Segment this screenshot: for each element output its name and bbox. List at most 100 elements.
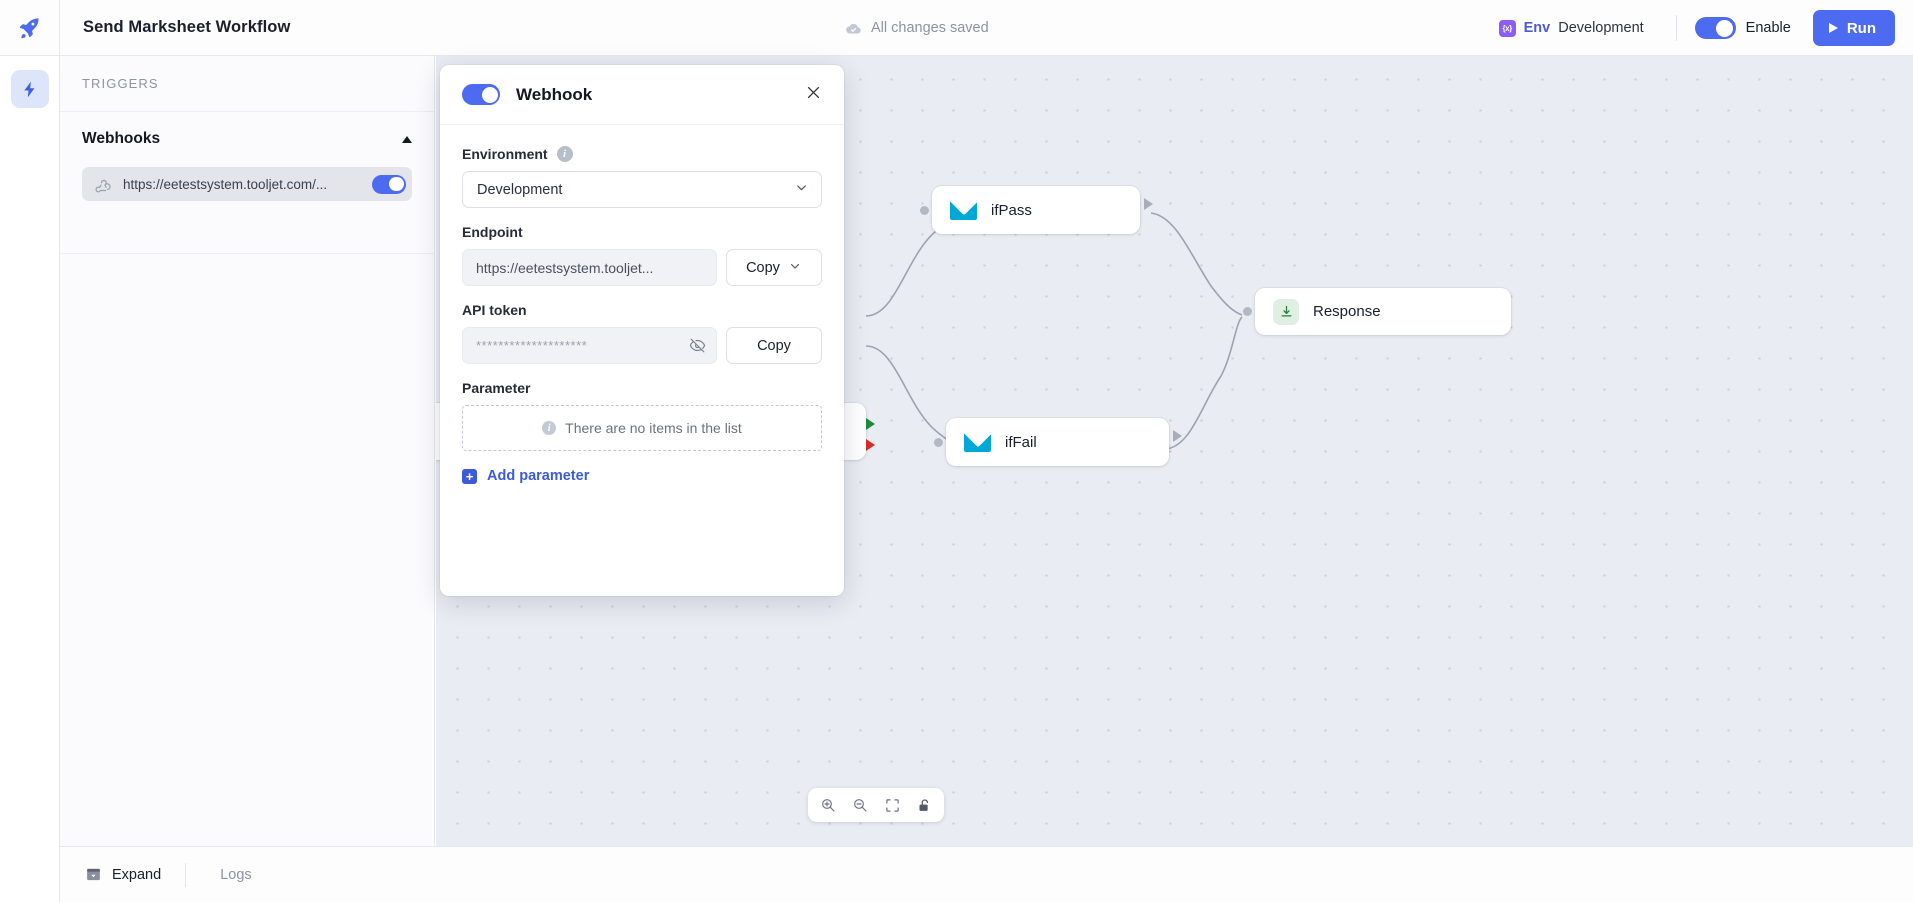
plus-square-icon: +: [462, 468, 477, 484]
environment-value: Development: [477, 181, 563, 198]
webhooks-section: Webhooks https://eetestsystem.tooljet.co…: [60, 112, 434, 201]
logs-label: Logs: [220, 866, 252, 883]
chevron-down-icon: [794, 180, 809, 199]
modal-title: Webhook: [516, 84, 593, 104]
canvas-controls: [808, 788, 944, 822]
response-download-icon: [1273, 298, 1299, 325]
save-status: All changes saved: [845, 0, 989, 56]
expand-button[interactable]: Expand: [85, 866, 185, 883]
divider: [1675, 15, 1677, 41]
node-output-false-handle[interactable]: [866, 439, 875, 451]
modal-body: Environment i Development Endpoint https…: [440, 125, 844, 484]
fit-view-icon: [885, 798, 899, 812]
add-parameter-button[interactable]: + Add parameter: [462, 468, 822, 484]
node-input-handle[interactable]: [1243, 307, 1252, 316]
play-icon: [1828, 23, 1838, 33]
webhook-enable-toggle[interactable]: [372, 174, 406, 194]
rocket-icon: [19, 18, 39, 39]
triggers-heading: TRIGGERS: [60, 56, 434, 112]
api-token-row: ******************** Copy: [462, 327, 822, 364]
mail-icon: [950, 200, 977, 220]
environment-label-text: Environment: [462, 146, 548, 162]
caret-up-icon[interactable]: [402, 135, 412, 143]
node-input-handle[interactable]: [934, 437, 943, 447]
unlock-icon: [919, 798, 928, 811]
workflow-title: Send Marksheet Workflow: [83, 18, 291, 36]
enable-toggle-group[interactable]: Enable: [1694, 17, 1791, 39]
mail-icon: [964, 432, 991, 452]
api-token-value: ********************: [476, 338, 588, 353]
enable-toggle[interactable]: [1694, 17, 1736, 39]
endpoint-value: https://eetestsystem.tooljet...: [476, 259, 654, 276]
run-button[interactable]: Run: [1812, 10, 1895, 46]
env-value: Development: [1558, 20, 1644, 36]
webhook-list-item[interactable]: https://eetestsystem.tooljet.com/...: [82, 167, 412, 201]
webhook-settings-modal: Webhook Environment i Development: [440, 65, 844, 596]
endpoint-label: Endpoint: [462, 224, 822, 240]
api-token-label: API token: [462, 302, 822, 318]
run-label: Run: [1846, 19, 1876, 37]
zoom-in-button[interactable]: [814, 791, 842, 819]
parameter-label-text: Parameter: [462, 380, 531, 396]
endpoint-copy-label: Copy: [746, 259, 780, 276]
node-output-true-handle[interactable]: [866, 418, 875, 430]
parameter-label: Parameter: [462, 380, 822, 396]
cloud-check-icon: [846, 23, 861, 33]
info-icon: i: [542, 421, 557, 435]
environment-label: Environment i: [462, 146, 822, 162]
endpoint-label-text: Endpoint: [462, 224, 523, 240]
api-token-input[interactable]: ********************: [462, 327, 717, 364]
zoom-out-button[interactable]: [846, 791, 874, 819]
close-icon[interactable]: [805, 84, 822, 106]
node-if-pass[interactable]: ifPass: [920, 186, 1153, 234]
info-icon[interactable]: i: [556, 146, 573, 162]
chevron-down-icon[interactable]: [788, 259, 802, 277]
enable-label: Enable: [1745, 20, 1791, 36]
app-logo[interactable]: [0, 0, 60, 56]
fit-view-button[interactable]: [878, 791, 906, 819]
save-status-text: All changes saved: [871, 20, 989, 36]
modal-header: Webhook: [440, 65, 844, 125]
endpoint-input[interactable]: https://eetestsystem.tooljet...: [462, 249, 717, 286]
node-label: ifPass: [991, 201, 1032, 219]
node-response[interactable]: Response: [1243, 288, 1511, 335]
top-bar-actions: {x} Env Development Enable Run: [1485, 0, 1895, 56]
node-output-handle[interactable]: [1144, 198, 1153, 210]
lightning-bolt-icon: [24, 81, 35, 97]
node-output-handle[interactable]: [1173, 430, 1182, 442]
webhook-icon: [95, 179, 111, 192]
api-token-copy-label: Copy: [757, 337, 791, 354]
top-bar: Send Marksheet Workflow All changes save…: [0, 0, 1913, 56]
triggers-panel: TRIGGERS Webhooks https://eetestsystem.t…: [60, 56, 435, 846]
webhooks-title: Webhooks: [82, 130, 161, 147]
parameter-empty-text: There are no items in the list: [565, 420, 742, 436]
sidebar-item-triggers[interactable]: [10, 70, 49, 108]
api-token-label-text: API token: [462, 302, 527, 318]
divider: [185, 862, 187, 887]
node-input-handle[interactable]: [920, 205, 929, 215]
divider: [60, 253, 435, 254]
env-variable-icon: {x}: [1498, 19, 1516, 37]
node-label: Response: [1313, 303, 1381, 320]
eye-off-icon[interactable]: [689, 337, 706, 354]
node-if-fail[interactable]: ifFail: [934, 418, 1182, 466]
env-selector[interactable]: {x} Env Development: [1485, 0, 1658, 56]
api-token-copy-button[interactable]: Copy: [726, 327, 822, 364]
endpoint-row: https://eetestsystem.tooljet... Copy: [462, 249, 822, 286]
webhook-enabled-toggle[interactable]: [462, 84, 500, 105]
environment-select[interactable]: Development: [462, 171, 822, 208]
expand-panel-icon: [87, 868, 100, 881]
icon-rail: [0, 56, 60, 902]
parameter-empty-list: i There are no items in the list: [462, 405, 822, 451]
webhooks-header[interactable]: Webhooks: [82, 130, 412, 148]
zoom-out-icon: [854, 799, 867, 812]
expand-label: Expand: [112, 866, 162, 883]
env-label: Env: [1523, 20, 1551, 36]
add-parameter-label: Add parameter: [487, 468, 590, 484]
lock-button[interactable]: [910, 791, 938, 819]
bottom-bar: Expand Logs: [60, 846, 1913, 902]
endpoint-copy-button[interactable]: Copy: [726, 249, 822, 286]
node-label: ifFail: [1005, 433, 1037, 451]
zoom-in-icon: [822, 799, 835, 812]
logs-button[interactable]: Logs: [186, 867, 275, 883]
